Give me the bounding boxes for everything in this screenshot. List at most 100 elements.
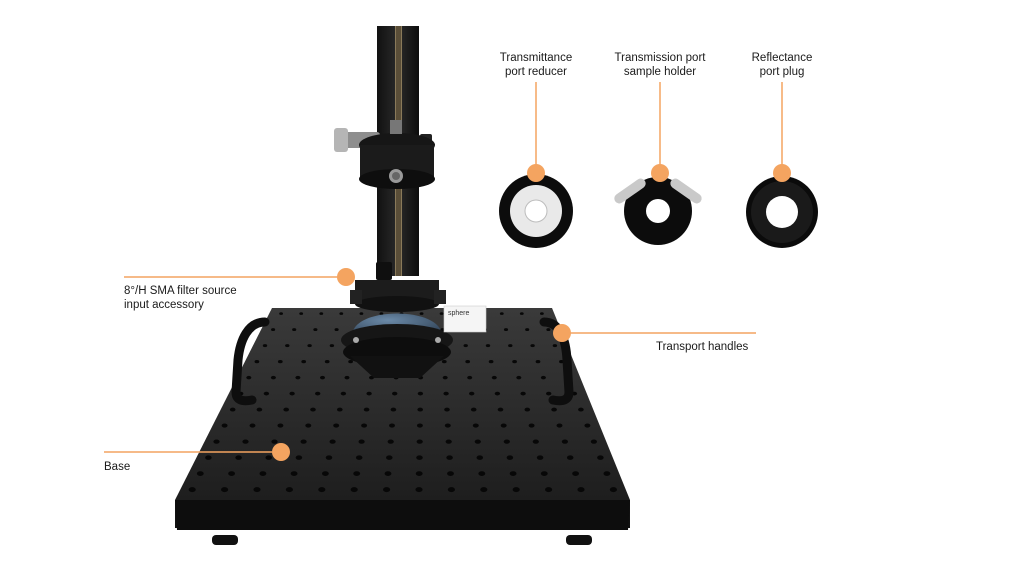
mounting-hole — [270, 375, 276, 380]
mounting-hole — [506, 455, 514, 460]
mounting-hole — [392, 391, 398, 396]
mounting-hole — [572, 471, 579, 476]
mounting-hole — [361, 423, 368, 428]
mounting-hole — [524, 407, 531, 412]
mounting-hole — [491, 375, 497, 380]
mounting-hole — [319, 312, 324, 315]
mounting-hole — [551, 407, 557, 412]
mounting-hole — [235, 455, 242, 460]
mounting-hole — [322, 471, 329, 476]
mounting-hole — [480, 487, 488, 493]
mounting-hole — [213, 439, 220, 444]
mounting-hole — [447, 471, 454, 476]
mounting-hole — [205, 455, 212, 460]
mounting-hole — [339, 312, 344, 315]
mounting-hole — [609, 487, 617, 493]
mounting-hole — [597, 455, 604, 460]
label-base: Base — [104, 460, 130, 474]
mounting-hole — [535, 359, 541, 364]
mounting-hole — [540, 471, 548, 476]
mounting-hole — [445, 439, 452, 444]
transport-handle-left — [231, 317, 270, 406]
label-line: Transmittance — [499, 52, 573, 64]
mounting-hole — [283, 407, 289, 412]
mounting-hole — [416, 423, 423, 428]
mounting-hole — [540, 312, 544, 315]
mounting-hole — [313, 328, 318, 332]
mounting-hole — [229, 407, 236, 412]
mounting-hole — [577, 487, 585, 493]
mounting-hole — [546, 328, 551, 332]
mounting-hole — [355, 455, 363, 460]
mounting-hole — [334, 328, 339, 332]
mounting-hole — [566, 455, 574, 460]
mounting-hole — [292, 328, 297, 332]
mounting-hole — [561, 439, 568, 444]
callout-dot-transmission — [651, 164, 669, 182]
mounting-hole — [530, 344, 535, 348]
mounting-hole — [476, 455, 484, 460]
mounting-hole — [474, 439, 481, 444]
callout-lines — [104, 82, 783, 453]
mounting-hole — [337, 407, 343, 412]
sphere-sticker-text: sphere — [448, 310, 470, 317]
mounting-hole — [310, 407, 316, 412]
mounting-hole — [307, 344, 312, 348]
mounting-hole — [340, 391, 347, 396]
mounting-hole — [188, 487, 196, 493]
mounting-hole — [305, 423, 312, 428]
mounting-hole — [289, 391, 295, 396]
mounting-hole — [221, 487, 229, 493]
reflectance-plug-image — [746, 176, 818, 248]
mounting-hole — [532, 439, 539, 444]
mounting-hole — [415, 487, 423, 493]
mounting-hole — [417, 407, 423, 412]
mounting-hole — [324, 359, 330, 364]
mounting-hole — [315, 391, 321, 396]
mounting-hole — [386, 455, 393, 460]
mounting-hole — [285, 344, 290, 348]
mounting-hole — [540, 375, 546, 380]
mounting-hole — [279, 312, 283, 315]
mounting-hole — [488, 359, 494, 364]
transmittance-reducer-image — [499, 174, 573, 248]
mounting-hole — [444, 407, 450, 412]
mounting-hole — [366, 391, 372, 396]
mounting-hole — [516, 375, 522, 380]
mounting-hole — [416, 439, 423, 444]
mounting-hole — [254, 359, 260, 364]
mounting-hole — [333, 423, 340, 428]
mounting-hole — [578, 407, 584, 412]
label-sma-accessory: 8°/H SMA filter source input accessory — [124, 284, 237, 312]
mounting-holes — [188, 312, 617, 493]
mounting-hole — [512, 487, 520, 493]
mounting-hole — [546, 391, 552, 396]
mounting-hole — [603, 471, 611, 476]
mounting-hole — [253, 487, 261, 493]
label-line: Transport handles — [656, 341, 749, 353]
mounting-hole — [348, 359, 353, 364]
mounting-hole — [503, 439, 510, 444]
mounting-hole — [358, 439, 365, 444]
mounting-hole — [344, 375, 350, 380]
mounting-hole — [446, 455, 453, 460]
mounting-hole — [497, 407, 504, 412]
label-line: port reducer — [504, 66, 567, 78]
mounting-hole — [359, 312, 364, 315]
mounting-hole — [379, 312, 384, 315]
label-reflectance-plug: Reflectance port plug — [732, 51, 832, 79]
mounting-hole — [363, 407, 370, 412]
mounting-hole — [508, 344, 513, 348]
callout-dot-transmittance — [527, 164, 545, 182]
rail-carriage — [334, 120, 435, 189]
mounting-hole — [525, 328, 530, 332]
mounting-hole — [329, 439, 336, 444]
mounting-hole — [503, 328, 509, 332]
mounting-hole — [277, 359, 283, 364]
mounting-hole — [246, 375, 252, 380]
mounting-hole — [494, 391, 501, 396]
callout-dots — [272, 164, 791, 461]
label-transport-handles: Transport handles — [656, 340, 748, 354]
